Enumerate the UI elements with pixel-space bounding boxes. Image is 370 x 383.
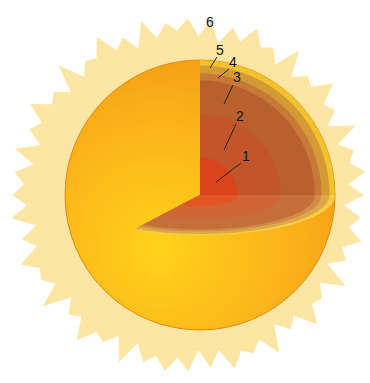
callout-number: 5 <box>216 42 224 58</box>
leader-line <box>210 57 217 68</box>
leader-line <box>224 85 233 104</box>
layer-floor <box>133 195 336 236</box>
layer-wall <box>200 114 281 195</box>
sphere <box>65 60 335 330</box>
layer-wall <box>200 157 238 195</box>
leader-line <box>218 69 229 78</box>
callout-number: 3 <box>233 69 241 85</box>
layer-floor <box>160 195 282 219</box>
layer-wall <box>200 65 330 195</box>
layer-floor <box>181 195 238 206</box>
layer-floor <box>139 195 321 231</box>
layer-wall <box>200 74 322 196</box>
leader-line <box>224 124 236 150</box>
leader-line <box>216 163 241 182</box>
layer-floor <box>135 195 329 234</box>
callout-number: 4 <box>229 54 237 70</box>
corona <box>11 18 365 371</box>
callout-number: 2 <box>236 108 244 124</box>
callout-number: 6 <box>206 14 214 30</box>
callout-number: 1 <box>242 148 250 164</box>
layer-wall <box>200 60 335 195</box>
layer-wall <box>200 80 315 195</box>
layer-floor <box>143 195 315 229</box>
layers <box>133 60 336 236</box>
